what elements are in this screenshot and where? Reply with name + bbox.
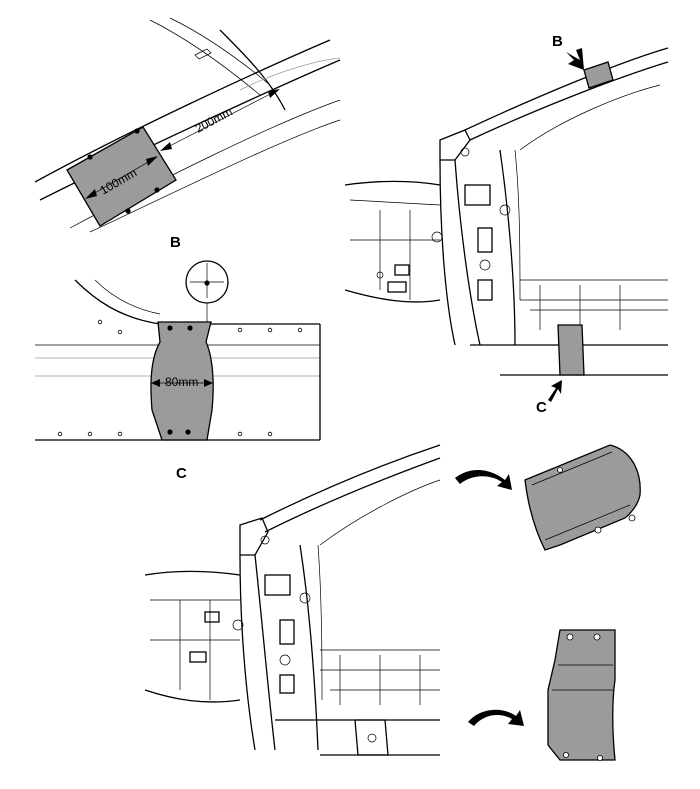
view-c-detail: C (144, 444, 441, 756)
roof-rail-patch-location (583, 61, 614, 89)
lower-patch-piece (547, 629, 616, 761)
arrow-c-icon (548, 380, 562, 402)
body-side-overview: B C (344, 33, 669, 416)
detail-b-marker: B (552, 33, 563, 50)
roof-length-label: 200mm (193, 105, 235, 136)
roof-rail-detail: 100mm 200mm (34, 17, 341, 233)
upper-patch-piece (524, 444, 641, 551)
detail-c-marker: C (536, 399, 547, 416)
curved-arrow-lower-icon (468, 709, 524, 726)
view-b-title: B (170, 234, 181, 251)
sill-patch-location (557, 324, 585, 376)
curved-arrow-upper-icon (455, 469, 512, 490)
view-c-title: C (176, 465, 187, 482)
roof-patch (66, 126, 177, 227)
patch-pieces (455, 444, 641, 762)
pillar-patch (150, 321, 214, 441)
sill-cut-piece (354, 719, 389, 756)
pillar-width-label: 80mm (165, 375, 198, 389)
arrow-b-icon (566, 48, 584, 70)
view-b-detail: B 80mm (35, 234, 321, 441)
